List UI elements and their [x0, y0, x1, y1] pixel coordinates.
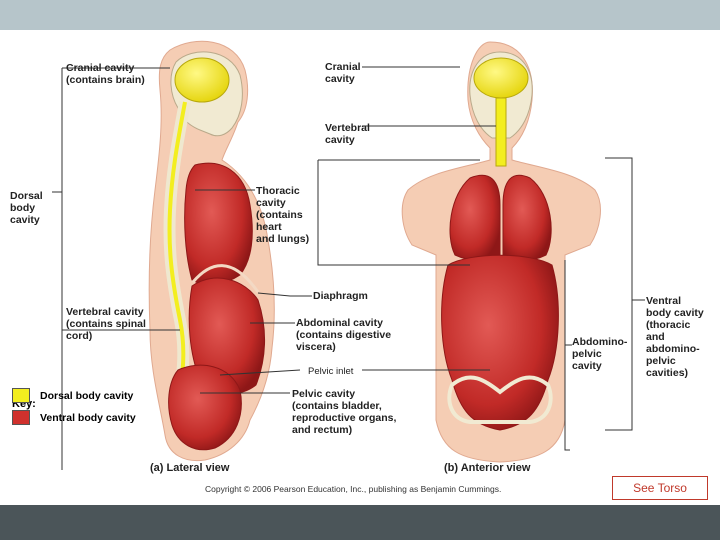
top-bar [0, 0, 720, 30]
see-torso-button[interactable]: See Torso [612, 476, 708, 500]
key-ventral-swatch [12, 410, 30, 425]
label-vertebral-cavity-anterior: Vertebral cavity [325, 122, 370, 146]
key-dorsal-row: Dorsal body cavity [12, 388, 133, 403]
key-dorsal-swatch [12, 388, 30, 403]
anterior-brain-cavity [474, 58, 528, 98]
key-ventral-row: Ventral body cavity [12, 410, 136, 425]
caption-lateral-view: (a) Lateral view [150, 462, 229, 474]
anterior-spinal-cord [496, 98, 506, 166]
anterior-figure [402, 42, 600, 462]
label-pelvic-cavity: Pelvic cavity (contains bladder, reprodu… [292, 388, 396, 436]
lateral-figure [149, 41, 274, 460]
label-vertebral-cavity-lateral: Vertebral cavity (contains spinal cord) [66, 306, 146, 342]
copyright-text: Copyright © 2006 Pearson Education, Inc.… [205, 484, 501, 494]
label-cranial-cavity-lateral: Cranial cavity (contains brain) [66, 62, 145, 86]
key-dorsal-label: Dorsal body cavity [40, 390, 133, 402]
bottom-bar [0, 505, 720, 540]
lateral-brain-cavity [175, 58, 229, 102]
key-ventral-label: Ventral body cavity [40, 412, 136, 424]
label-diaphragm: Diaphragm [313, 290, 368, 302]
pelvic-inlet-label: Pelvic inlet [306, 366, 355, 377]
label-dorsal-body-cavity: Dorsal body cavity [10, 190, 43, 226]
label-thoracic-cavity: Thoracic cavity (contains heart and lung… [256, 185, 309, 245]
label-abdominal-cavity: Abdominal cavity (contains digestive vis… [296, 317, 391, 353]
label-abdominopelvic-cavity: Abdomino- pelvic cavity [572, 336, 627, 372]
label-ventral-body-cavity: Ventral body cavity (thoracic and abdomi… [646, 295, 704, 379]
label-cranial-cavity-anterior: Cranial cavity [325, 61, 361, 85]
diagram-canvas: Cranial cavity (contains brain) Dorsal b… [0, 30, 720, 505]
caption-anterior-view: (b) Anterior view [444, 462, 530, 474]
